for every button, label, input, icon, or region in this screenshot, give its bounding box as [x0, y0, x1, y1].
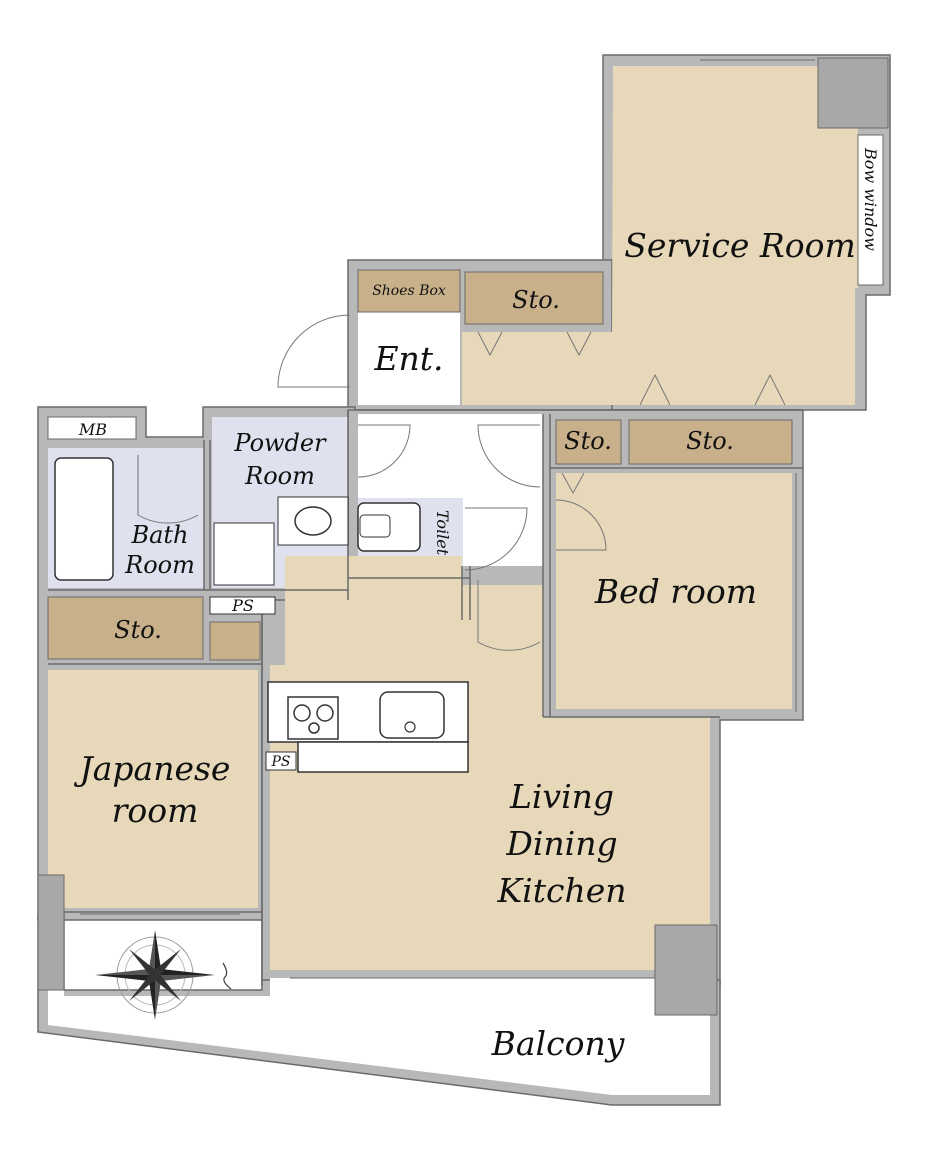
- label-ps-upper: PS: [231, 596, 254, 615]
- label-bath-line1: Bath: [130, 521, 188, 549]
- label-entrance: Ent.: [373, 339, 443, 378]
- label-ps-lower: PS: [270, 754, 290, 770]
- label-toilet: Toilet: [433, 510, 452, 556]
- label-ldk-line1: Living: [509, 777, 614, 816]
- label-japanese-line1: Japanese: [74, 749, 231, 788]
- label-storage-service: Sto.: [512, 286, 560, 314]
- label-japanese-line2: room: [112, 791, 199, 830]
- bow-window-frame: [857, 134, 884, 286]
- label-ldk-line3: Kitchen: [497, 871, 627, 910]
- bathtub: [54, 457, 114, 581]
- compass-rose-icon: [95, 930, 232, 1020]
- label-storage-left: Sto.: [114, 616, 162, 644]
- label-powder-line1: Powder: [233, 429, 327, 457]
- label-powder-line2: Room: [244, 462, 315, 490]
- toilet-fixture: [357, 502, 421, 552]
- label-mb: MB: [78, 420, 107, 439]
- washer-space: [213, 522, 275, 586]
- label-shoes-box: Shoes Box: [372, 283, 446, 299]
- room-fills: [47, 66, 858, 1095]
- door-swings: [137, 314, 786, 651]
- ps-lower-box: [265, 751, 297, 771]
- label-balcony: Balcony: [491, 1024, 625, 1063]
- pillars: [37, 57, 889, 1016]
- interior-walls: [48, 409, 803, 985]
- label-storage-hall-1: Sto.: [564, 427, 612, 455]
- ps-upper-box: [209, 596, 276, 615]
- label-service-room: Service Room: [624, 226, 855, 265]
- washbasin: [294, 506, 332, 536]
- kitchen-counter: [267, 681, 469, 773]
- label-bath-line2: Room: [124, 551, 195, 579]
- label-storage-hall-2: Sto.: [686, 427, 734, 455]
- label-bow-window: Bow window: [861, 147, 880, 251]
- label-ldk-line2: Dining: [505, 824, 617, 863]
- label-bedroom: Bed room: [594, 572, 757, 611]
- windows: [80, 59, 815, 979]
